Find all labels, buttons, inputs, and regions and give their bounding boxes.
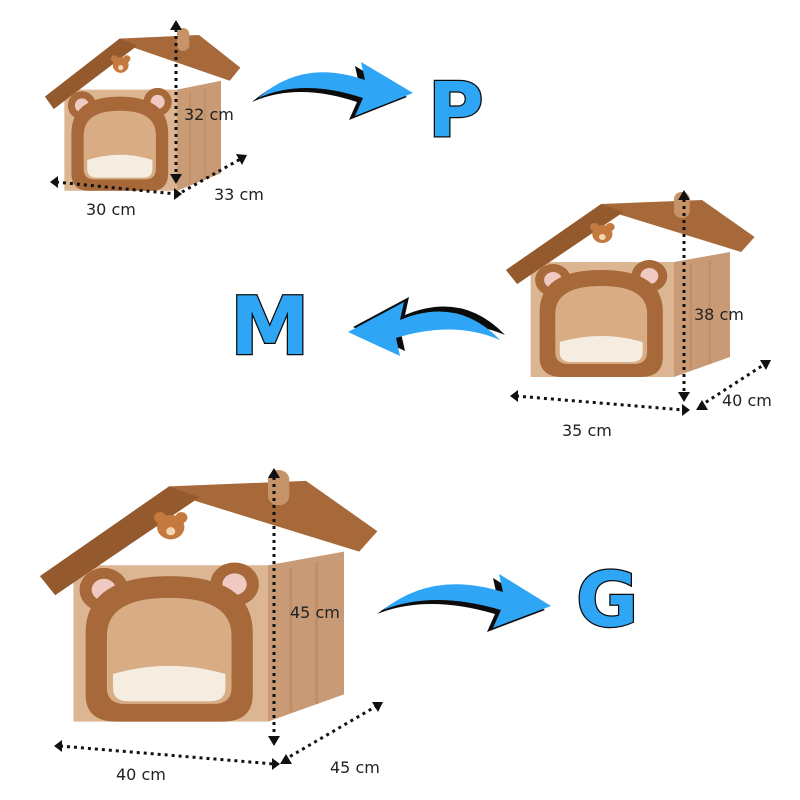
dimension-lines-medium: [515, 192, 769, 412]
depth-label-medium: 40 cm: [722, 391, 772, 410]
dimension-lines-small: [55, 22, 245, 196]
height-label-medium: 38 cm: [694, 305, 744, 324]
width-label-small: 30 cm: [86, 200, 136, 219]
width-label-medium: 35 cm: [562, 421, 612, 440]
height-label-small: 32 cm: [184, 105, 234, 124]
height-label-large: 45 cm: [290, 603, 340, 622]
dimension-lines-large: [59, 470, 381, 766]
house-large-image: [38, 468, 379, 724]
depth-label-large: 45 cm: [330, 758, 380, 777]
arrow-to-p-icon: [252, 62, 413, 120]
size-label-m: M: [230, 280, 310, 373]
size-label-p: P: [428, 65, 484, 154]
size-label-g: G: [576, 555, 638, 644]
house-medium-image: [504, 190, 756, 379]
arrow-to-m-icon: [348, 297, 505, 356]
width-label-large: 40 cm: [116, 765, 166, 784]
depth-label-small: 33 cm: [214, 185, 264, 204]
arrow-to-g-icon: [377, 574, 551, 632]
